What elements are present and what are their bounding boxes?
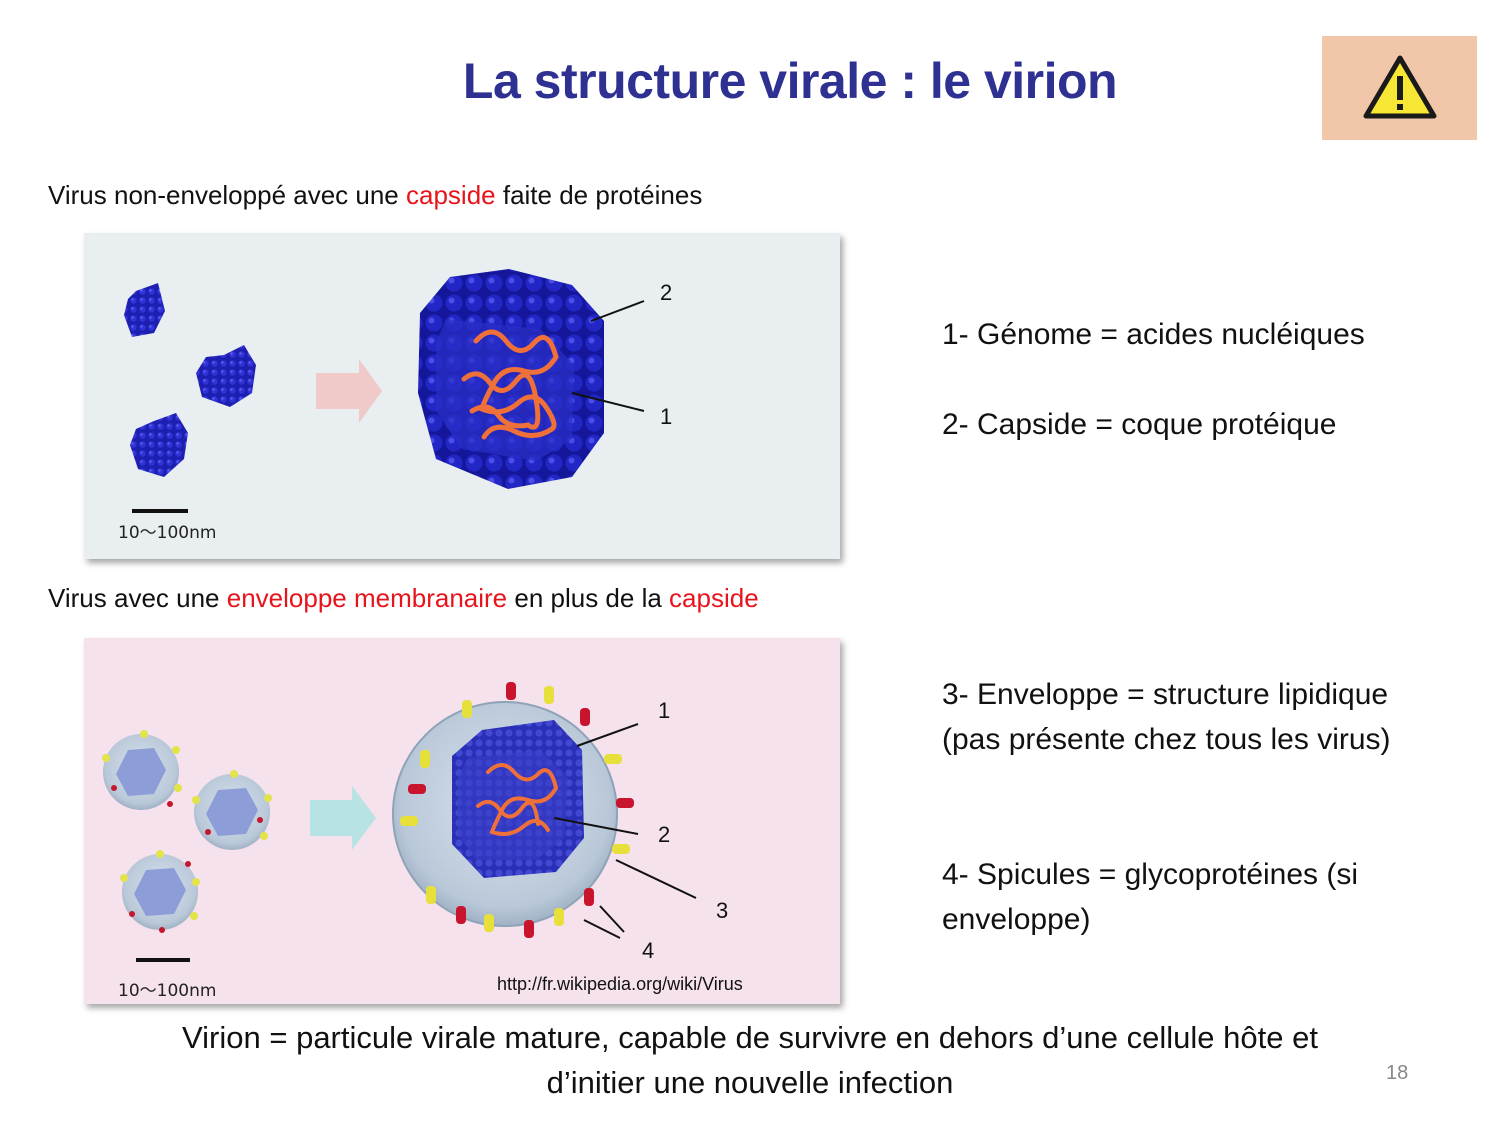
arrow-icon [310, 786, 376, 850]
genome-strand [476, 763, 559, 836]
warning-badge [1322, 36, 1477, 140]
caption-text: faite de protéines [495, 180, 703, 210]
virion-definition: Virion = particule virale mature, capabl… [60, 1015, 1440, 1105]
spikes [400, 682, 634, 938]
small-virion-2 [196, 345, 256, 407]
legend-capsid: 2- Capside = coque protéique [942, 408, 1337, 441]
small-virion-1 [124, 283, 165, 337]
caption-non-enveloped: Virus non-enveloppé avec une capside fai… [48, 180, 702, 211]
small-virion-3 [130, 413, 188, 477]
caption-text: Virus non-enveloppé avec une [48, 180, 406, 210]
scale-label: 10～100nm [118, 523, 217, 543]
label-genome-number: 1 [660, 404, 673, 429]
scale-label: 10～100nm [118, 981, 217, 1001]
definition-line-2: d’initier une nouvelle infection [546, 1065, 954, 1100]
enveloped-virus-figure: 1 2 3 4 10～100nm [84, 638, 840, 1004]
small-enveloped-virion-2 [194, 774, 270, 850]
label-spikes-number: 4 [642, 938, 655, 963]
caption-text: en plus de la [507, 583, 670, 613]
legend-envelope: 3- Enveloppe = structure lipidique (pas … [942, 678, 1391, 756]
caption-text: Virus avec une [48, 583, 227, 613]
definition-line-1: Virion = particule virale mature, capabl… [182, 1020, 1318, 1055]
label-capsid-number: 2 [658, 822, 671, 847]
label-envelope-number: 3 [716, 898, 729, 923]
genome-strand [461, 329, 559, 440]
non-enveloped-virus-illustration [124, 269, 645, 513]
legend-spikes: 4- Spicules = glycoprotéines (si envelop… [942, 858, 1359, 936]
arrow-icon [316, 359, 382, 423]
page-number: 18 [1386, 1062, 1409, 1084]
legend-genome: 1- Génome = acides nucléiques [942, 318, 1365, 351]
caption-highlight-capside: capside [406, 180, 496, 210]
caption-highlight-capside: capside [669, 583, 759, 613]
caption-enveloped: Virus avec une enveloppe membranaire en … [48, 583, 759, 614]
label-capsid-number: 2 [660, 280, 673, 305]
image-source: http://fr.wikipedia.org/wiki/Virus [497, 974, 743, 994]
scale-bar [132, 509, 188, 513]
small-enveloped-virion-3 [122, 854, 198, 930]
enveloped-virus-illustration [102, 682, 697, 962]
non-enveloped-virus-figure: 2 1 10～100nm [84, 233, 840, 559]
scale-bar [136, 958, 190, 962]
page-title: La structure virale : le virion [462, 53, 1118, 109]
caption-highlight-enveloppe: enveloppe membranaire [226, 583, 508, 613]
warning-triangle-icon [1363, 55, 1437, 119]
label-genome-number: 1 [658, 698, 671, 723]
small-enveloped-virion-1 [103, 734, 179, 810]
